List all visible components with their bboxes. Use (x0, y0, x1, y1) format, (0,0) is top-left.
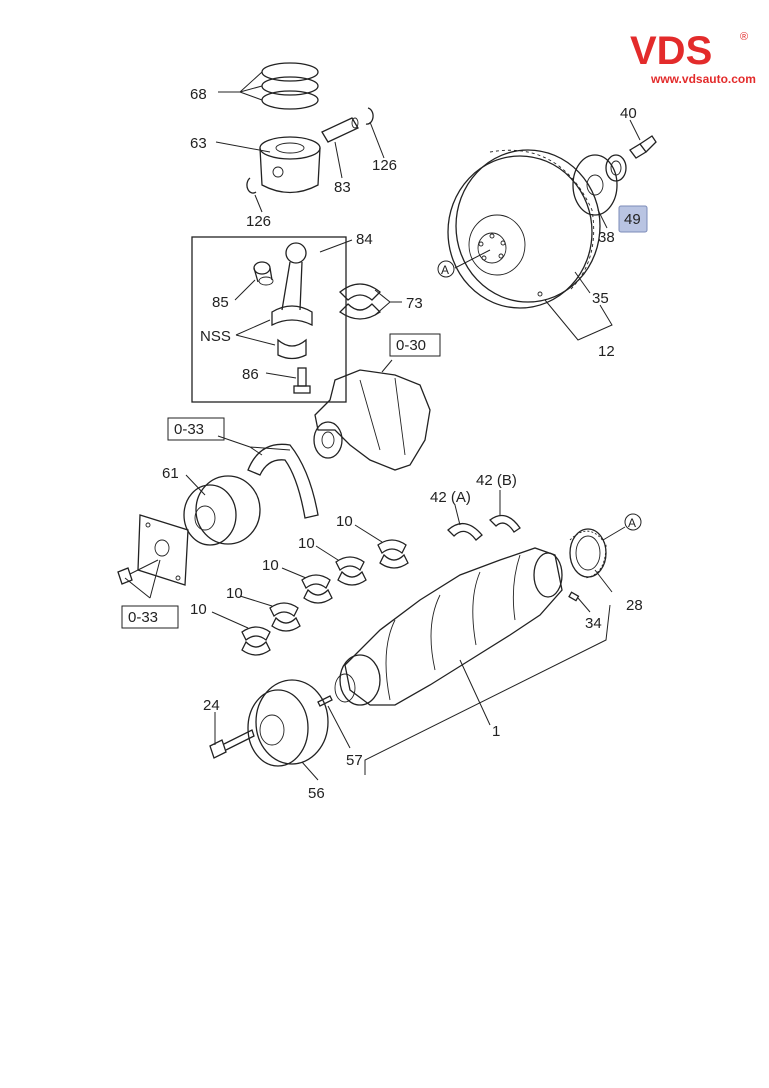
callout-42a: 42 (A) (430, 489, 471, 506)
callout-68: 68 (190, 86, 207, 103)
connecting-rod-box (191, 236, 347, 403)
callout-10-c: 10 (262, 557, 279, 574)
flywheel-bolt (629, 135, 657, 159)
box-0-33-lower (121, 605, 179, 629)
callout-38: 38 (598, 229, 615, 246)
callout-73: 73 (406, 295, 423, 312)
vds-logo-text: VDS (630, 29, 712, 70)
callout-10-e: 10 (336, 513, 353, 530)
box-0-33-upper (167, 417, 225, 441)
reference-a-flywheel: A (441, 263, 449, 277)
callout-10-b: 10 (226, 585, 243, 602)
pulley-61 (183, 475, 261, 546)
callout-0-33-lower: 0-33 (128, 609, 158, 626)
callout-61: 61 (162, 465, 179, 482)
rod-bushing (253, 261, 274, 286)
flywheel-plate (572, 154, 618, 216)
callout-126-lower: 126 (246, 213, 271, 230)
reference-circle-a-flywheel (437, 260, 455, 278)
callout-35: 35 (592, 290, 609, 307)
plate-bolt (117, 559, 159, 585)
callout-10-a: 10 (190, 601, 207, 618)
callout-84: 84 (356, 231, 373, 248)
callout-83: 83 (334, 179, 351, 196)
mount-plate (137, 514, 189, 586)
callout-57: 57 (346, 752, 363, 769)
callout-nss: NSS (200, 328, 231, 345)
callout-42b: 42 (B) (476, 472, 517, 489)
callout-10-d: 10 (298, 535, 315, 552)
pilot-bearing (605, 154, 627, 182)
vds-url[interactable]: www.vdsauto.com (651, 72, 756, 86)
vds-logo: VDS ® (630, 29, 748, 70)
piston-pin (321, 117, 359, 143)
callout-49[interactable]: 49 (624, 211, 641, 228)
callout-63: 63 (190, 135, 207, 152)
pin (317, 695, 333, 707)
callout-1: 1 (492, 723, 500, 740)
main-bearings (241, 539, 409, 656)
callout-12: 12 (598, 343, 615, 360)
key (568, 591, 580, 602)
box-0-30 (389, 333, 441, 357)
registered-mark: ® (740, 31, 748, 43)
flywheel (447, 149, 601, 309)
callout-56: 56 (308, 785, 325, 802)
snap-ring-upper (365, 107, 374, 125)
crankshaft (334, 547, 563, 706)
crank-pulley (247, 679, 329, 767)
reference-circle-a-gear (624, 513, 642, 531)
callout-0-33-upper: 0-33 (174, 421, 204, 438)
callout-0-30: 0-30 (396, 337, 426, 354)
rod-bearing-shells (338, 283, 382, 320)
callout-24: 24 (203, 697, 220, 714)
callout-34: 34 (585, 615, 602, 632)
crank-gear (569, 528, 607, 579)
connecting-rod (271, 242, 313, 360)
highlight-box-49 (618, 205, 648, 233)
leader-lines (124, 71, 641, 781)
reference-a-gear: A (628, 516, 636, 530)
callout-126-upper: 126 (372, 157, 397, 174)
callout-28: 28 (626, 597, 643, 614)
callout-85: 85 (212, 294, 229, 311)
callout-86: 86 (242, 366, 259, 383)
piston-rings (261, 62, 319, 110)
rod-bolt (293, 367, 311, 394)
piston (259, 136, 321, 194)
oil-pump (313, 369, 431, 471)
pulley-bolt (209, 729, 255, 759)
callout-40: 40 (620, 105, 637, 122)
snap-ring-lower (246, 177, 257, 194)
gasket (247, 443, 319, 519)
